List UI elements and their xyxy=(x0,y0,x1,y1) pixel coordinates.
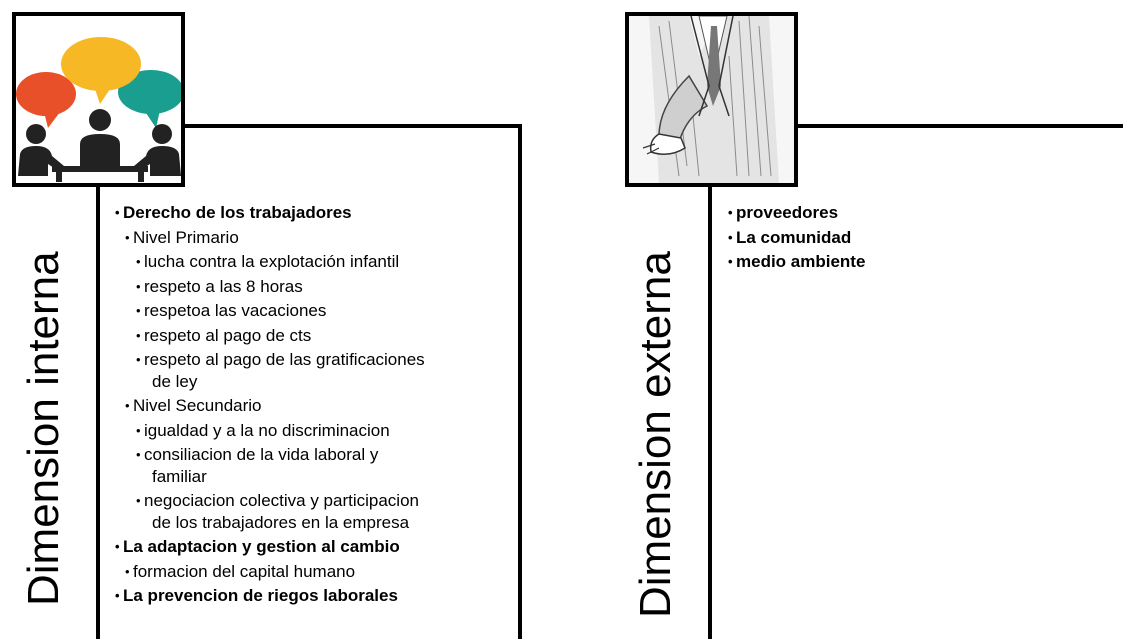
list-item-continuation: de los trabajadores en la empresa xyxy=(152,512,410,532)
list-item: •lucha contra la explotación infantil xyxy=(136,252,400,271)
list-item: •formacion del capital humano xyxy=(125,561,356,581)
right-bullet-list: •proveedores •La comunidad •medio ambien… xyxy=(728,201,866,275)
list-item: •respetoa las vacaciones xyxy=(136,301,327,320)
list-item: •Nivel Secundario xyxy=(125,396,262,415)
list-item-continuation: de ley xyxy=(152,371,198,391)
right-divider-line xyxy=(708,183,712,639)
list-item: •igualdad y a la no discriminacion xyxy=(136,420,390,440)
list-item: •respeto al pago de las gratificaciones xyxy=(136,350,425,369)
left-bullet-list: •Derecho de los trabajadores •Nivel Prim… xyxy=(115,201,425,609)
list-item: •medio ambiente xyxy=(728,252,866,271)
left-divider-line xyxy=(96,183,100,639)
meeting-speech-bubbles-icon xyxy=(16,37,181,182)
list-item: •La adaptacion y gestion al cambio xyxy=(115,537,400,556)
handshake-sketch-icon xyxy=(629,16,794,183)
list-item: •negociacion colectiva y participacion xyxy=(136,491,419,510)
list-item: •Nivel Primario xyxy=(125,227,239,247)
list-item: •consiliacion de la vida laboral y xyxy=(136,445,379,464)
left-right-line xyxy=(518,124,522,639)
list-item: •respeto a las 8 horas xyxy=(136,276,303,296)
handshake-image xyxy=(625,12,798,187)
right-panel-title: Dimension externa xyxy=(631,251,680,618)
list-item: •La comunidad xyxy=(728,227,852,247)
meeting-image xyxy=(12,12,185,187)
list-item: •La prevencion de riegos laborales xyxy=(115,586,398,605)
right-top-line xyxy=(797,124,1123,128)
list-item: •proveedores xyxy=(728,203,839,222)
left-top-line xyxy=(184,124,522,128)
list-item: •respeto al pago de cts xyxy=(136,325,312,345)
left-panel-title: Dimension interna xyxy=(19,251,68,606)
list-item: •Derecho de los trabajadores xyxy=(115,203,352,222)
list-item-continuation: familiar xyxy=(152,466,207,486)
